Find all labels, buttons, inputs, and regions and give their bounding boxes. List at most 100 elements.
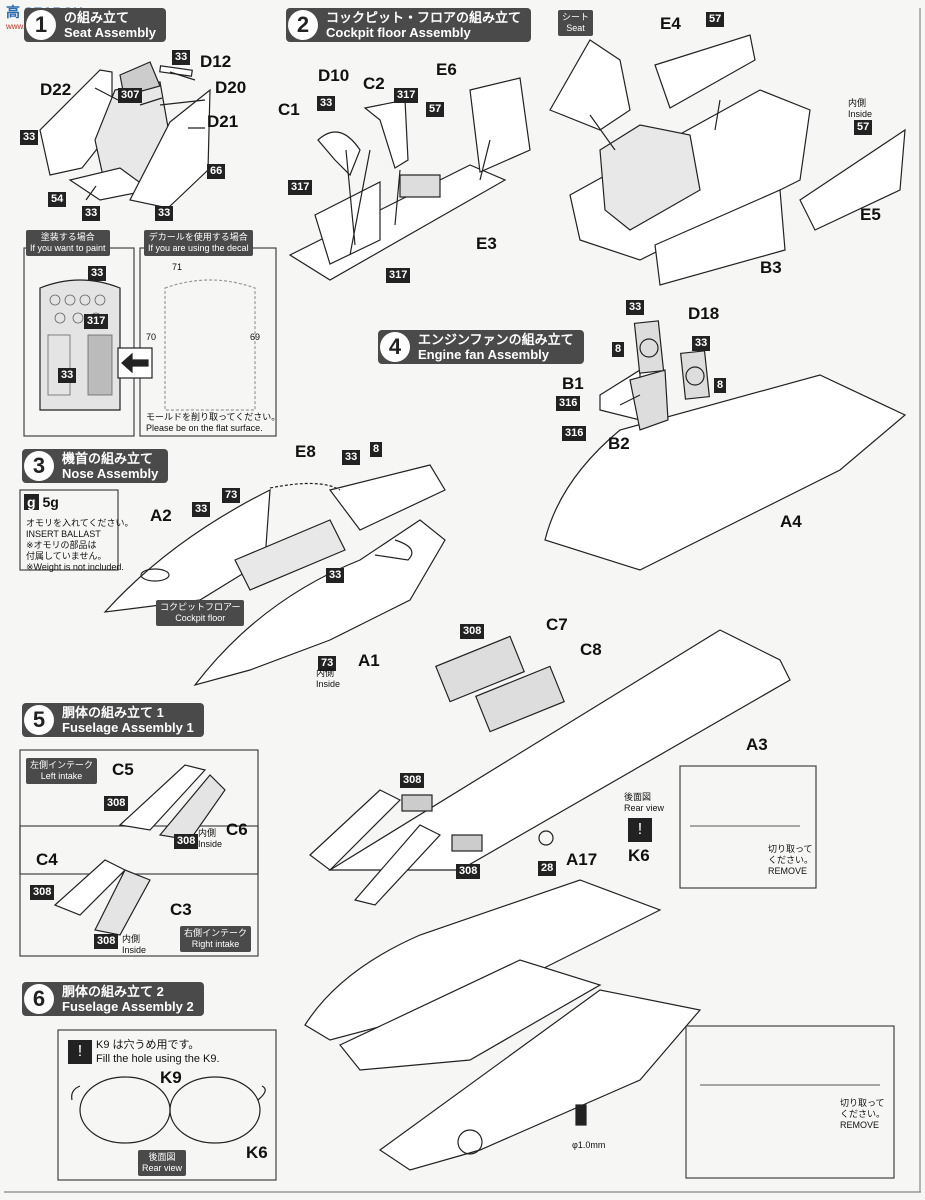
part-E8: E8 (295, 442, 316, 461)
seat-drawing (39, 61, 211, 209)
part-E3: E3 (476, 234, 497, 253)
color-badge-317: 317 (84, 314, 109, 329)
step-3-title-en: Nose Assembly (62, 466, 159, 481)
color-badge-8: 8 (370, 442, 383, 457)
color-badge-307: 307 (118, 88, 143, 103)
step-1-title-jp: の組み立て (64, 10, 130, 25)
color-badge-57: 57 (426, 102, 445, 117)
color-badge-57: 57 (854, 120, 873, 135)
color-badge-33: 33 (326, 568, 345, 583)
color-badge-317: 317 (394, 88, 419, 103)
step-2-title-jp: コックピット・フロアの組み立て (326, 10, 522, 25)
color-badge-33: 33 (192, 502, 211, 517)
color-badge-33: 33 (692, 336, 711, 351)
part-B1: B1 (562, 374, 584, 393)
pin-icon: ! (628, 818, 652, 842)
part-E5: E5 (860, 205, 881, 224)
step-1-number: 1 (26, 10, 56, 40)
fuselage-1-drawing (309, 629, 791, 906)
color-badge-317: 317 (288, 180, 313, 195)
color-badge-308: 308 (30, 885, 55, 900)
color-badge-316: 316 (556, 396, 581, 411)
part-A3: A3 (746, 735, 768, 754)
color-badge-73: 73 (222, 488, 241, 503)
decal-70: 70 (146, 332, 157, 342)
part-C6: C6 (226, 820, 248, 839)
color-badge-66: 66 (207, 164, 226, 179)
color-badge-8: 8 (714, 378, 727, 393)
color-badge-33: 33 (317, 96, 336, 111)
part-B2: B2 (608, 434, 630, 453)
color-badge-54: 54 (48, 192, 67, 207)
part-E6: E6 (436, 60, 457, 79)
part-B3: B3 (760, 258, 782, 277)
part-D20: D20 (215, 78, 247, 97)
engine-drawing (544, 320, 907, 571)
decal-71: 71 (172, 262, 183, 272)
step-6-title-en: Fuselage Assembly 2 (62, 999, 194, 1014)
part-E4: E4 (660, 14, 681, 33)
drill-size: φ1.0mm (572, 1140, 606, 1150)
intake-drawings (53, 764, 226, 936)
part-K9: K9 (160, 1068, 182, 1087)
part-C4: C4 (36, 850, 58, 869)
step-2-title-en: Cockpit floor Assembly (326, 25, 471, 40)
step-5-title-en: Fuselage Assembly 1 (62, 720, 194, 735)
step-3-number: 3 (24, 451, 54, 481)
part-A1: A1 (358, 651, 380, 670)
color-badge-33: 33 (342, 450, 361, 465)
color-badge-8: 8 (612, 342, 625, 357)
step-3-title-jp: 機首の組み立て (62, 451, 154, 466)
color-badge-308: 308 (174, 834, 199, 849)
nose-drawing (103, 464, 446, 687)
color-badge-33: 33 (626, 300, 645, 315)
step-5-title-jp: 胴体の組み立て 1 (62, 705, 164, 720)
color-badge-33: 33 (172, 50, 191, 65)
color-badge-33: 33 (20, 130, 39, 145)
flat-surface-note: モールドを削り取ってください。Please be on the flat sur… (146, 412, 281, 433)
color-badge-308: 308 (400, 773, 425, 788)
color-badge-33: 33 (155, 206, 174, 221)
k9-note: K9 は穴うめ用です。Fill the hole using the K9. (96, 1039, 220, 1065)
color-badge-73: 73 (318, 656, 337, 671)
step-6-title-jp: 胴体の組み立て 2 (62, 984, 164, 999)
part-C7: C7 (546, 615, 568, 634)
color-badge-308: 308 (104, 796, 129, 811)
color-badge-317: 317 (386, 268, 411, 283)
ballast-note: オモリを入れてください。 INSERT BALLAST ※オモリの部品は 付属し… (26, 518, 134, 572)
color-badge-33: 33 (58, 368, 77, 383)
color-badge-308: 308 (460, 624, 485, 639)
part-C2: C2 (363, 74, 385, 93)
step-4-title-jp: エンジンファンの組み立て (418, 332, 574, 347)
fuselage-2-drawing (304, 879, 702, 1171)
rear-view-rings (71, 1076, 266, 1144)
part-A4: A4 (780, 512, 802, 531)
part-D10: D10 (318, 66, 350, 85)
part-A17: A17 (566, 850, 598, 869)
remove-note-1: 切り取ってください。REMOVE (768, 844, 814, 876)
step-2-number: 2 (288, 10, 318, 40)
part-K6: K6 (628, 846, 650, 865)
color-badge-28: 28 (538, 861, 557, 876)
cockpit-tub-drawing (549, 34, 906, 286)
part-D18: D18 (688, 304, 720, 323)
part-C3: C3 (170, 900, 192, 919)
ballast-weight: g 5g (24, 494, 59, 510)
step-4-number: 4 (380, 332, 410, 362)
color-badge-57: 57 (706, 12, 725, 27)
fill-hole-icon: ! (68, 1040, 92, 1064)
